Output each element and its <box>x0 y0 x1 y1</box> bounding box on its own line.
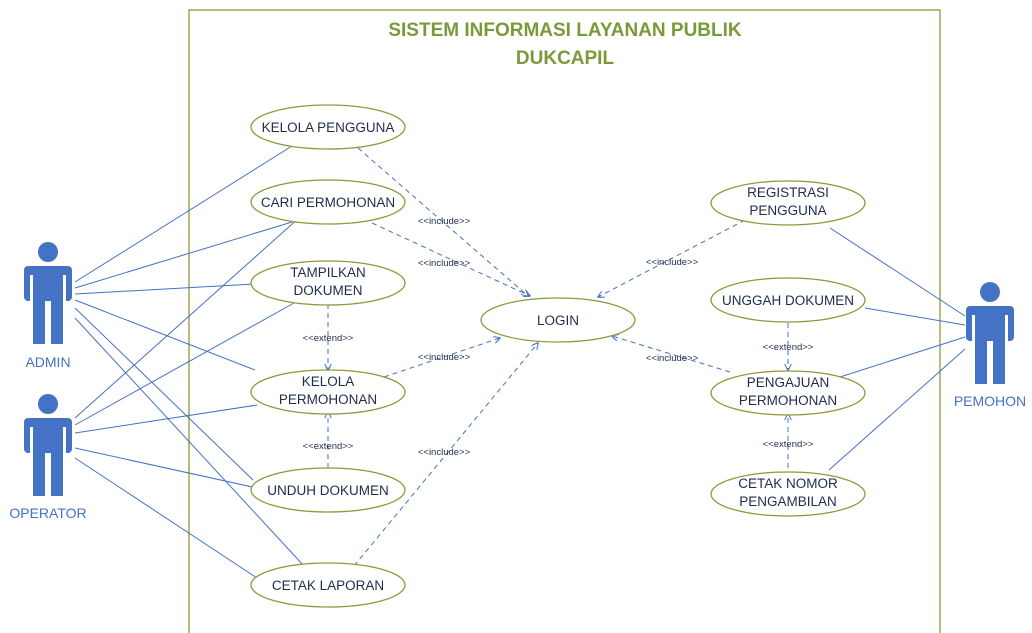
use-case-unggah-dokumen[interactable]: UNGGAH DOKUMEN <box>710 277 866 323</box>
use-case-label: PERMOHONAN <box>739 393 837 408</box>
use-case-label: DOKUMEN <box>293 283 362 298</box>
use-case-label: CETAK LAPORAN <box>272 578 384 593</box>
assoc-pemohon-unggah-dokumen <box>864 307 966 326</box>
include-kelola-permohonan-login <box>383 338 500 378</box>
use-case-cari-permohonan[interactable]: CARI PERMOHONAN <box>250 179 406 225</box>
extend-label: <<extend>> <box>303 441 354 452</box>
assoc-pemohon-registrasi <box>829 227 966 317</box>
include-registrasi-login <box>598 219 746 297</box>
use-case-pengajuan-permohonan[interactable]: PENGAJUAN PERMOHONAN <box>710 370 866 416</box>
use-case-label: KELOLA <box>302 374 355 389</box>
dependencies <box>328 147 788 567</box>
use-case-unduh-dokumen[interactable]: UNDUH DOKUMEN <box>250 467 406 513</box>
use-case-tampilkan-dokumen[interactable]: TAMPILKAN DOKUMEN <box>250 260 406 306</box>
include-label: <<include>> <box>418 447 471 458</box>
extend-label: <<extend>> <box>763 342 814 353</box>
include-cari-permohonan-login <box>371 222 530 296</box>
assoc-operator-tampilkan-dokumen <box>74 302 295 426</box>
actor-pemohon-label: PEMOHON <box>954 393 1026 409</box>
use-case-registrasi-pengguna[interactable]: REGISTRASI PENGGUNA <box>710 180 866 226</box>
include-label: <<include>> <box>418 216 471 227</box>
extend-label: <<extend>> <box>303 333 354 344</box>
actor-admin-icon <box>24 242 72 344</box>
assoc-admin-tampilkan-dokumen <box>74 283 256 295</box>
associations <box>74 145 966 579</box>
diagram-title-line2: DUKCAPIL <box>516 48 615 69</box>
use-case-label: PENGGUNA <box>749 203 826 218</box>
relation-labels: <<include>> <<include>> <<include>> <<in… <box>303 216 814 458</box>
assoc-operator-kelola-permohonan <box>74 404 258 434</box>
actor-admin-label: ADMIN <box>25 354 70 370</box>
actor-operator-icon <box>24 394 72 496</box>
include-label: <<include>> <box>646 353 699 364</box>
assoc-pemohon-pengajuan <box>839 336 966 378</box>
include-label: <<include>> <box>418 258 471 269</box>
use-case-kelola-permohonan[interactable]: KELOLA PERMOHONAN <box>250 369 406 415</box>
actor-operator[interactable]: OPERATOR <box>9 394 87 521</box>
assoc-operator-cetak-laporan <box>74 457 258 579</box>
assoc-admin-unduh-dokumen <box>74 307 254 481</box>
include-kelola-pengguna-login <box>357 147 528 296</box>
use-case-kelola-pengguna[interactable]: KELOLA PENGGUNA <box>250 104 406 150</box>
extend-label: <<extend>> <box>763 439 814 450</box>
use-case-login[interactable]: LOGIN <box>480 297 636 343</box>
use-case-label: PENGAJUAN <box>747 375 830 390</box>
include-cetak-laporan-login <box>353 343 538 567</box>
include-label: <<include>> <box>418 352 471 363</box>
diagram-title-line1: SISTEM INFORMASI LAYANAN PUBLIK <box>388 20 742 41</box>
actor-pemohon-icon <box>966 282 1014 384</box>
include-label: <<include>> <box>646 257 699 268</box>
actor-admin[interactable]: ADMIN <box>24 242 72 370</box>
assoc-operator-unduh-dokumen <box>74 447 258 489</box>
actor-operator-label: OPERATOR <box>9 505 86 521</box>
use-case-label: LOGIN <box>537 313 579 328</box>
use-case-label: UNGGAH DOKUMEN <box>722 293 854 308</box>
use-case-label: UNDUH DOKUMEN <box>267 483 389 498</box>
use-case-label: PERMOHONAN <box>279 392 377 407</box>
use-case-label: REGISTRASI <box>747 185 829 200</box>
use-case-label: PENGAMBILAN <box>739 494 837 509</box>
include-pengajuan-login <box>612 336 731 373</box>
assoc-admin-kelola-pengguna <box>74 145 293 283</box>
actor-pemohon[interactable]: PEMOHON <box>954 282 1026 409</box>
use-case-cetak-laporan[interactable]: CETAK LAPORAN <box>250 562 406 608</box>
use-case-label: KELOLA PENGGUNA <box>262 120 395 135</box>
use-case-label: CARI PERMOHONAN <box>261 195 395 210</box>
use-case-label: TAMPILKAN <box>290 265 366 280</box>
assoc-admin-kelola-permohonan <box>74 299 256 371</box>
assoc-admin-cari-permohonan <box>74 221 293 289</box>
use-case-cetak-nomor-pengambilan[interactable]: CETAK NOMOR PENGAMBILAN <box>710 471 866 517</box>
assoc-admin-cetak-laporan <box>74 317 305 567</box>
assoc-pemohon-cetak-nomor <box>828 348 966 471</box>
use-case-label: CETAK NOMOR <box>738 476 838 491</box>
assoc-operator-cari-permohonan <box>74 216 301 419</box>
